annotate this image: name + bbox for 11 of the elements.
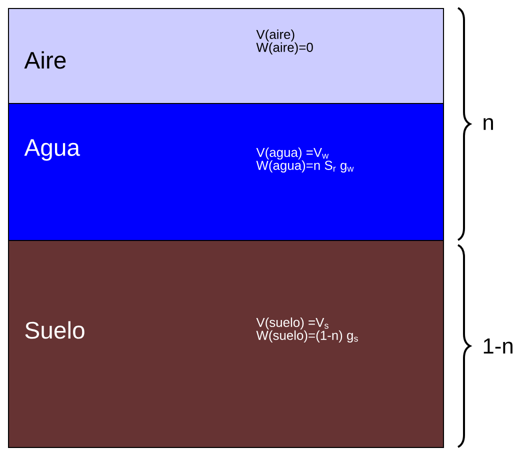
brace-label: 1-n — [484, 338, 512, 354]
layer-name: Aire — [24, 51, 66, 69]
layer-band — [8, 103, 444, 241]
formula-text: V(suelo) =V$_{s}$ W(suelo)=(1-n) g$_{s}$ — [256, 317, 358, 342]
brace-label: n — [484, 118, 493, 130]
layer-name: Suelo — [25, 321, 84, 339]
layer-band — [8, 240, 444, 448]
layer-name: Agua — [24, 139, 80, 161]
formula-text: V(aire) W(aire)=0 — [256, 29, 313, 54]
layer-band — [8, 8, 444, 104]
formula-text: V(agua) =V$_{w}$ W(agua)=n S$_{r}$ g$_{w}$ — [256, 147, 354, 172]
